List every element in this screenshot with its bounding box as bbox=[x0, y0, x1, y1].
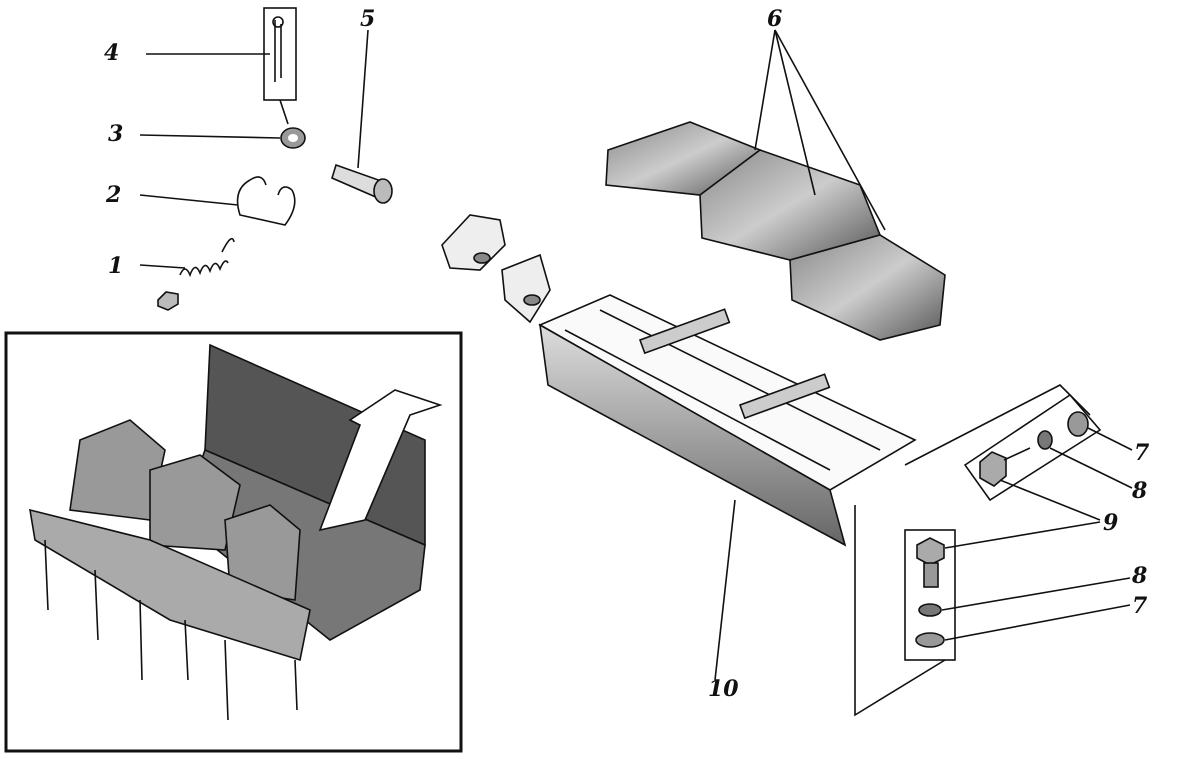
cotter-pin-part bbox=[146, 7, 297, 125]
callout-1: 1 bbox=[108, 253, 123, 279]
bolt-set-vertical bbox=[904, 521, 1131, 661]
callout-5: 5 bbox=[360, 6, 375, 32]
pin-part bbox=[331, 29, 393, 204]
callout-7-lower: 7 bbox=[1132, 593, 1148, 619]
callout-10: 10 bbox=[708, 676, 739, 702]
callout-8-lower: 8 bbox=[1131, 563, 1147, 589]
mounting-brackets bbox=[441, 214, 551, 324]
callout-7-upper: 7 bbox=[1134, 440, 1150, 466]
callout-8-upper: 8 bbox=[1131, 478, 1147, 504]
callout-4: 4 bbox=[104, 40, 119, 66]
callout-6: 6 bbox=[767, 6, 782, 32]
callout-9: 9 bbox=[1103, 510, 1118, 536]
washer-part bbox=[139, 127, 306, 149]
seat-frame bbox=[538, 294, 1091, 717]
spring-part bbox=[139, 237, 235, 311]
inset-seat-illustration bbox=[4, 331, 463, 753]
callout-2: 2 bbox=[105, 182, 121, 208]
seat-cushions bbox=[605, 29, 946, 341]
hook-part bbox=[139, 176, 296, 226]
callout-3: 3 bbox=[108, 121, 123, 147]
bolt-set-horizontal bbox=[963, 393, 1133, 521]
